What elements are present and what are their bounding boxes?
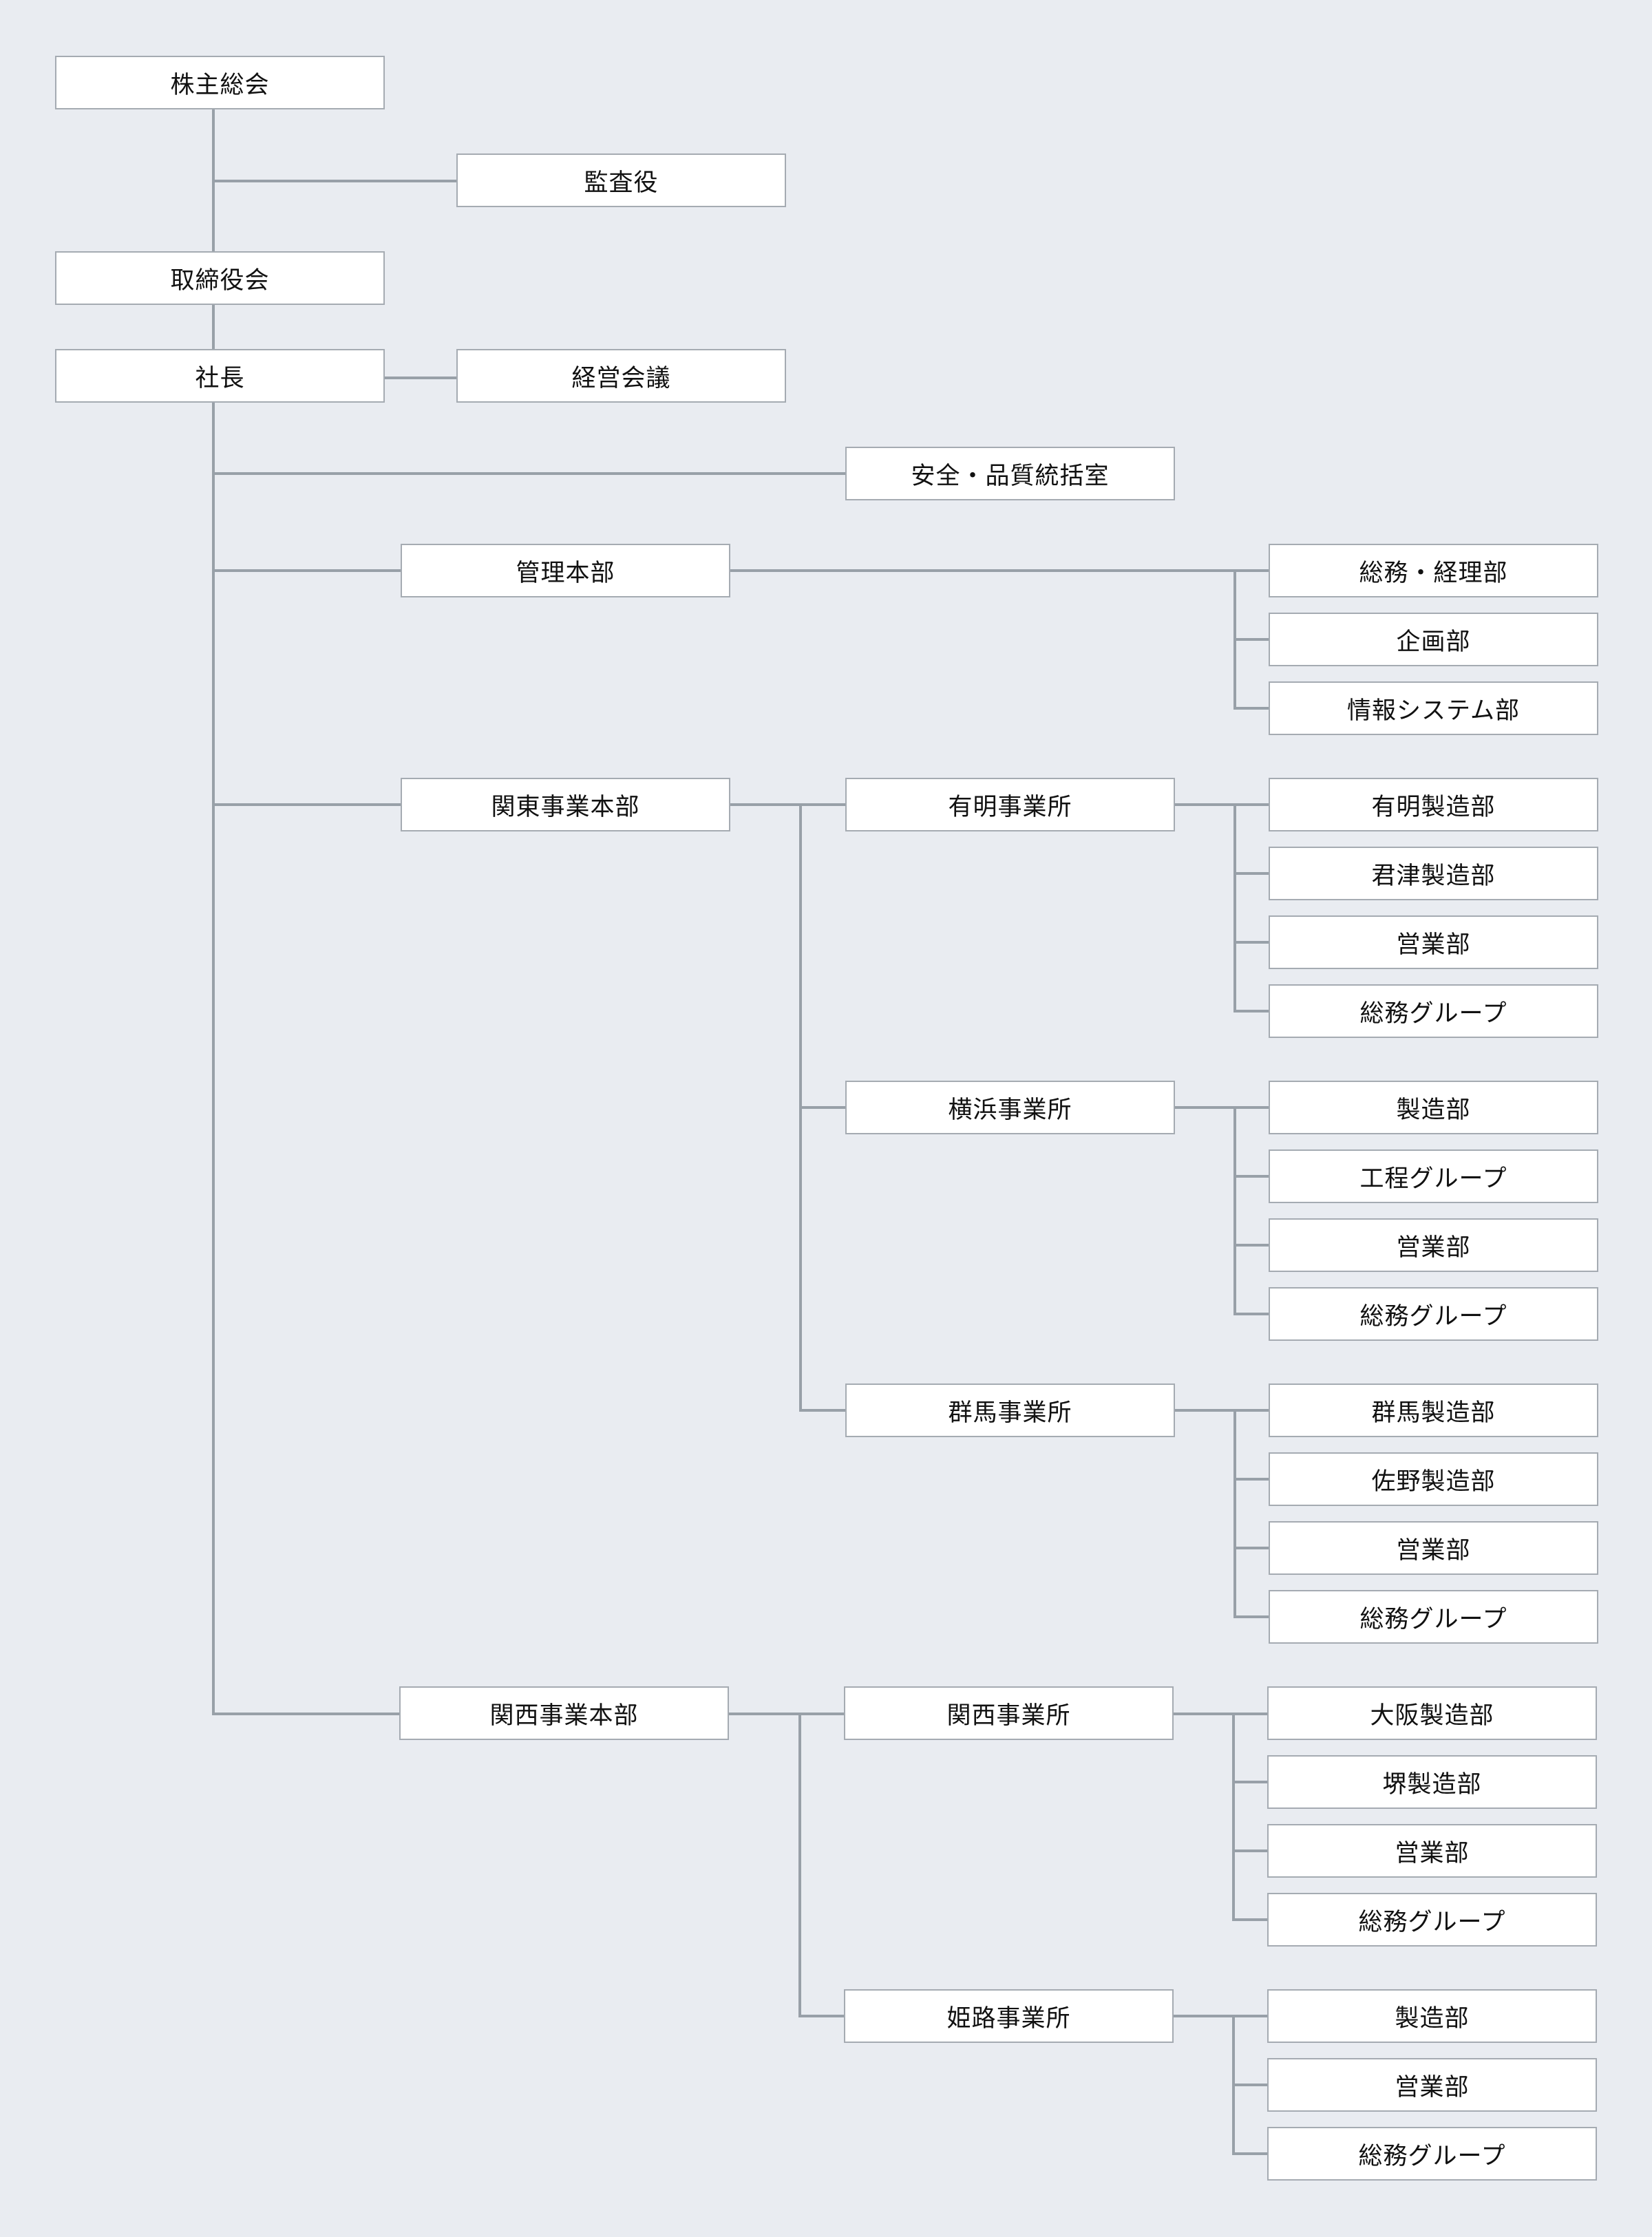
node-label: 営業部 (1396, 1536, 1471, 1565)
node-office-yokohama: 横浜事業所 (845, 1081, 1175, 1134)
node-label: 関西事業本部 (489, 1701, 639, 1730)
node-label: 管理本部 (516, 559, 615, 587)
node-department: 製造部 (1267, 1989, 1597, 2043)
node-department: 製造部 (1269, 1081, 1598, 1134)
node-label: 大阪製造部 (1370, 1701, 1494, 1730)
node-department: 総務・経理部 (1269, 544, 1598, 597)
node-label: 株主総会 (170, 71, 270, 99)
node-label: 総務・経理部 (1359, 559, 1508, 587)
node-label: 情報システム部 (1347, 697, 1520, 725)
node-department: 営業部 (1267, 1824, 1597, 1878)
node-president: 社長 (55, 349, 385, 403)
node-department: 総務グループ (1269, 1590, 1598, 1644)
node-label: 群馬製造部 (1371, 1399, 1496, 1427)
node-label: 経営会議 (571, 364, 671, 392)
node-department: 企画部 (1269, 613, 1598, 666)
node-label: 工程グループ (1359, 1165, 1507, 1193)
node-office-kansai: 関西事業所 (844, 1686, 1174, 1740)
node-department: 情報システム部 (1269, 681, 1598, 735)
node-department: 営業部 (1269, 915, 1598, 969)
node-safety-quality-office: 安全・品質統括室 (845, 447, 1175, 500)
node-department: 佐野製造部 (1269, 1452, 1598, 1506)
node-department: 堺製造部 (1267, 1755, 1597, 1809)
node-label: 営業部 (1395, 2073, 1470, 2101)
node-department: 大阪製造部 (1267, 1686, 1597, 1740)
node-label: 総務グループ (1359, 1302, 1507, 1330)
node-department: 有明製造部 (1269, 778, 1598, 831)
node-label: 取締役会 (170, 266, 270, 295)
node-shareholders-meeting: 株主総会 (55, 56, 385, 109)
node-label: 関東事業本部 (491, 793, 640, 821)
node-department: 総務グループ (1267, 1893, 1597, 1947)
node-label: 総務グループ (1359, 1605, 1507, 1633)
node-management-meeting: 経営会議 (456, 349, 786, 403)
node-label: 製造部 (1395, 2004, 1470, 2033)
node-label: 総務グループ (1359, 999, 1507, 1028)
node-department: 営業部 (1269, 1521, 1598, 1575)
node-auditor: 監査役 (456, 153, 786, 207)
node-label: 製造部 (1396, 1096, 1471, 1124)
node-board-of-directors: 取締役会 (55, 251, 385, 305)
node-label: 堺製造部 (1382, 1770, 1482, 1799)
node-department: 営業部 (1269, 1218, 1598, 1272)
node-label: 監査役 (584, 169, 659, 197)
node-label: 有明事業所 (948, 793, 1072, 821)
node-label: 君津製造部 (1371, 862, 1496, 890)
node-office-himeji: 姫路事業所 (844, 1989, 1174, 2043)
node-label: 総務グループ (1358, 2142, 1506, 2170)
node-department: 総務グループ (1269, 984, 1598, 1038)
node-department: 総務グループ (1269, 1287, 1598, 1341)
node-department: 君津製造部 (1269, 847, 1598, 900)
node-office-gunma: 群馬事業所 (845, 1383, 1175, 1437)
node-label: 企画部 (1396, 628, 1471, 656)
node-label: 関西事業所 (946, 1701, 1071, 1730)
node-department: 群馬製造部 (1269, 1383, 1598, 1437)
node-label: 横浜事業所 (948, 1096, 1072, 1124)
node-label: 佐野製造部 (1371, 1467, 1496, 1496)
node-label: 安全・品質統括室 (911, 462, 1110, 490)
node-department: 工程グループ (1269, 1149, 1598, 1203)
node-label: 営業部 (1396, 931, 1471, 959)
node-label: 営業部 (1395, 1839, 1470, 1867)
node-department: 総務グループ (1267, 2127, 1597, 2181)
node-kansai-hq: 関西事業本部 (399, 1686, 729, 1740)
node-office-ariake: 有明事業所 (845, 778, 1175, 831)
node-admin-hq: 管理本部 (401, 544, 730, 597)
node-label: 群馬事業所 (948, 1399, 1072, 1427)
node-label: 姫路事業所 (946, 2004, 1071, 2033)
node-label: 有明製造部 (1371, 793, 1496, 821)
node-label: 総務グループ (1358, 1908, 1506, 1936)
node-label: 社長 (195, 364, 245, 392)
node-kanto-hq: 関東事業本部 (401, 778, 730, 831)
node-department: 営業部 (1267, 2058, 1597, 2112)
node-label: 営業部 (1396, 1233, 1471, 1262)
